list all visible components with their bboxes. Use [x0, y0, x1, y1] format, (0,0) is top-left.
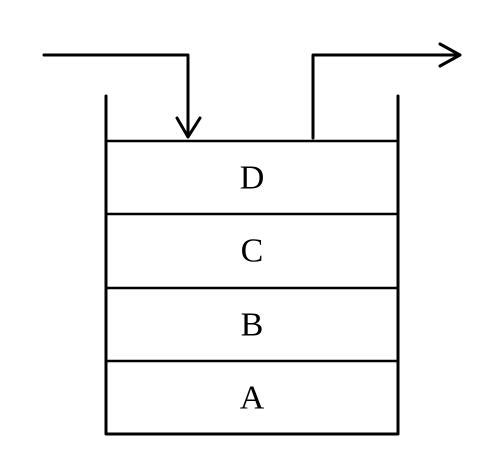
stack-container	[104, 94, 400, 436]
arrow-down-icon	[175, 116, 202, 139]
stack-cell-label-c: C	[241, 233, 264, 270]
push-arrow	[42, 53, 202, 139]
stack-cell-label-b: B	[241, 307, 264, 344]
stack-cell-label-d: D	[240, 160, 265, 197]
stack-cell-label-a: A	[240, 380, 265, 417]
pop-arrow	[311, 42, 462, 140]
arrow-right-icon	[438, 42, 462, 68]
